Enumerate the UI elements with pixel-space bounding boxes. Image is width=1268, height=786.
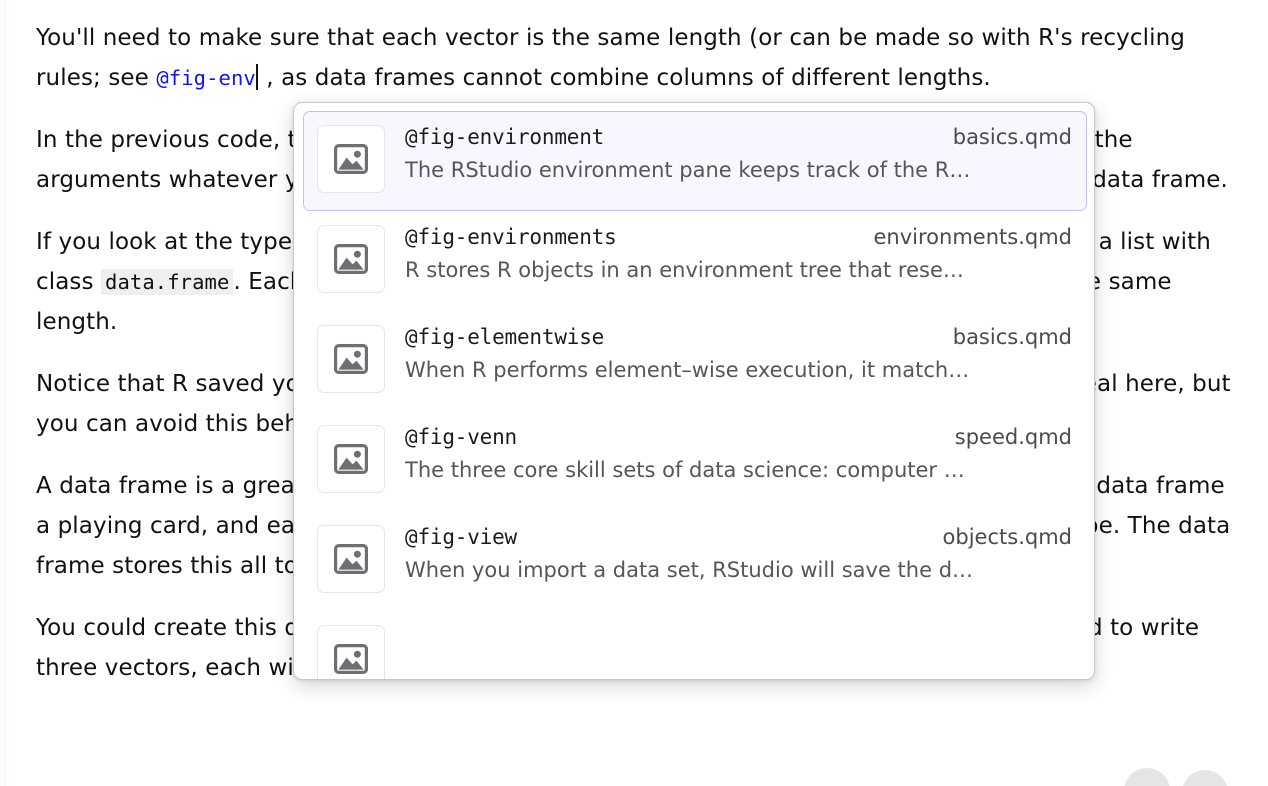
autocomplete-item-description: The RStudio environment pane keeps track… — [405, 158, 971, 182]
autocomplete-item-file: objects.qmd — [942, 525, 1072, 549]
autocomplete-item-id: @fig-environments — [405, 225, 617, 249]
image-icon — [317, 625, 385, 679]
text-cursor — [255, 64, 258, 90]
autocomplete-item-description: R stores R objects in an environment tre… — [405, 258, 964, 282]
autocomplete-item-description: When you import a data set, RStudio will… — [405, 558, 974, 582]
autocomplete-item-description: The three core skill sets of data scienc… — [405, 458, 965, 482]
autocomplete-item-header: @fig-elementwise basics.qmd — [405, 325, 1072, 349]
autocomplete-item-file: speed.qmd — [954, 425, 1072, 449]
image-icon — [317, 325, 385, 393]
autocomplete-item-description: When R performs element–wise execution, … — [405, 358, 970, 382]
autocomplete-item-id: @fig-view — [405, 525, 517, 549]
editor-left-gutter-rule — [11, 0, 12, 786]
floating-action-button-left[interactable] — [1124, 768, 1170, 786]
image-icon — [317, 425, 385, 493]
image-icon — [317, 525, 385, 593]
paragraph-text: You'll need to make sure that each vecto… — [36, 25, 1185, 91]
image-icon — [317, 125, 385, 193]
autocomplete-item-file: basics.qmd — [952, 325, 1072, 349]
autocomplete-item-body — [405, 623, 1072, 634]
editor-left-gutter — [0, 0, 6, 786]
paragraph-text: , as data frames cannot combine columns … — [258, 65, 991, 91]
inline-code: data.frame — [101, 269, 234, 295]
autocomplete-item-header: @fig-environment basics.qmd — [405, 125, 1072, 149]
autocomplete-item-id: @fig-venn — [405, 425, 517, 449]
autocomplete-item-id: @fig-elementwise — [405, 325, 605, 349]
autocomplete-item[interactable]: @fig-environments environments.qmd R store… — [303, 211, 1087, 311]
autocomplete-item-id: @fig-environment — [405, 125, 605, 149]
paragraph: You'll need to make sure that each vecto… — [36, 18, 1232, 98]
autocomplete-item-header: @fig-view objects.qmd — [405, 525, 1072, 549]
autocomplete-item-header: @fig-environments environments.qmd — [405, 225, 1072, 249]
image-icon — [317, 225, 385, 293]
autocomplete-item-file: environments.qmd — [873, 225, 1072, 249]
crossref-token[interactable]: @fig-env — [156, 66, 256, 90]
autocomplete-item[interactable] — [303, 611, 1087, 679]
floating-action-button-right[interactable] — [1182, 770, 1228, 786]
autocomplete-item-header: @fig-venn speed.qmd — [405, 425, 1072, 449]
autocomplete-item-file: basics.qmd — [952, 125, 1072, 149]
autocomplete-item-body: @fig-environments environments.qmd R store… — [405, 223, 1072, 282]
